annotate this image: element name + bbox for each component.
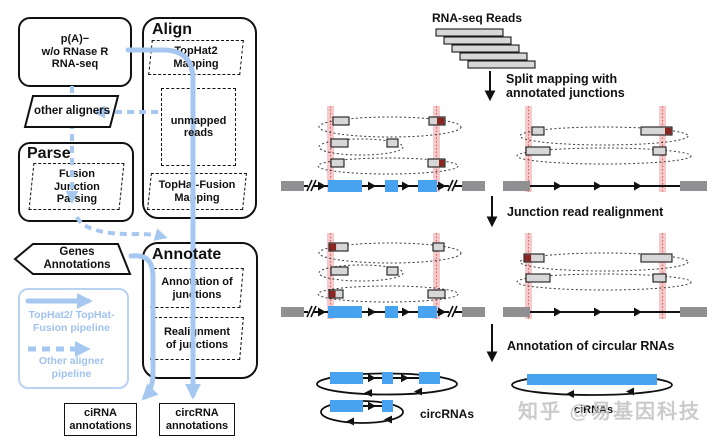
- parse-title: Parse: [27, 145, 71, 162]
- input-line3: RNA-seq: [51, 58, 99, 71]
- circrna-annotations-label: circRNA annotations: [165, 407, 229, 432]
- genes-annotations-label: Genes Annotations: [43, 246, 111, 271]
- circrnas-label: circRNAs: [420, 407, 475, 421]
- unmapped-reads-step: unmapped reads: [161, 88, 236, 166]
- watermark: 知乎 @易基因科技: [518, 401, 702, 423]
- cirnas-label: ciRNAs: [574, 404, 614, 416]
- rnaseq-reads-title: RNA-seq Reads: [432, 11, 523, 25]
- annotation-of-junctions-step: Annotation of junctions: [150, 268, 244, 308]
- cirna-annotations-box: ciRNA annotations: [64, 403, 137, 436]
- legend-solid-label: TopHat2/ TopHat-Fusion pipeline: [28, 309, 115, 334]
- step2-label: Junction read realignment: [507, 205, 664, 219]
- fusion-junction-parsing-step: Fusion Junction Parsing: [28, 163, 125, 210]
- row2-right-gene-model: [503, 233, 707, 319]
- tophat2-mapping-step: TopHat2 Mapping: [148, 40, 244, 75]
- tophat-fusion-mapping-label: TopHat-Fusion Mapping: [158, 179, 236, 204]
- realignment-of-junctions-step: Realignment of junctions: [150, 317, 244, 360]
- step3-label: Annotation of circular RNAs: [507, 339, 675, 353]
- rnaseq-read-stack: [435, 28, 536, 69]
- row1-right-gene-model: [503, 106, 707, 192]
- other-aligners-label: other aligners: [33, 105, 111, 117]
- parse-box: [18, 142, 134, 222]
- annotation-of-junctions-label: Annotation of junctions: [161, 275, 233, 301]
- fusion-junction-parsing-label: Fusion Junction Parsing: [53, 167, 100, 205]
- input-line1: p(A)−: [60, 33, 90, 46]
- circrna-annotations-box: circRNA annotations: [159, 403, 235, 436]
- unmapped-reads-label: unmapped reads: [170, 114, 227, 140]
- cirna-annotations-label: ciRNA annotations: [69, 407, 132, 432]
- legend-dashed-label: Other aligner pipeline: [38, 355, 105, 380]
- row2-left-gene-model: [281, 233, 485, 319]
- input-rnaseq-box: p(A)− w/o RNase R RNA-seq: [18, 17, 132, 87]
- realignment-of-junctions-label: Realignment of junctions: [163, 326, 230, 351]
- step1-label: Split mapping with annotated junctions: [506, 72, 625, 100]
- row1-left-gene-model: [281, 106, 485, 192]
- input-line2: w/o RNase R: [41, 45, 109, 58]
- tophat2-mapping-label: TopHat2 Mapping: [173, 45, 219, 70]
- tophat-fusion-mapping-step: TopHat-Fusion Mapping: [147, 173, 247, 210]
- annotate-title: Annotate: [152, 246, 222, 263]
- align-title: Align: [152, 21, 192, 38]
